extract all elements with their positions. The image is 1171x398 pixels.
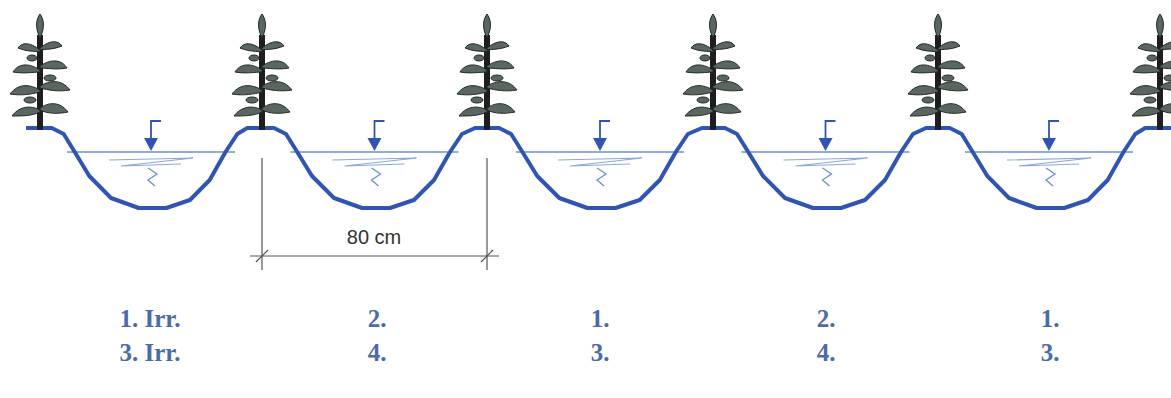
irrigation-order: 3. [1041,340,1060,365]
irrigation-order: 4. [368,340,387,365]
water-level-symbol [826,121,836,138]
water-level-symbol [368,138,382,151]
irrigation-order: 1. [591,306,610,331]
plant [1130,14,1171,130]
water-surface [291,151,459,153]
water-ripple [1007,158,1091,166]
water-ripple [148,168,157,186]
water-level-symbol [144,138,158,151]
water-ripple [784,158,868,166]
water-ripple [823,168,832,186]
irrigation-order: 1. Irr. [120,306,181,331]
water-level-symbol [375,121,385,138]
water-level-symbol [151,121,161,138]
water-level-symbol [593,138,607,151]
plant [908,14,968,130]
water-level-symbol [819,138,833,151]
irrigation-order: 3. [591,340,610,365]
water-level-symbol [1042,138,1056,151]
plant [10,14,70,130]
water-ripple [558,158,642,166]
water-surface [67,151,235,153]
water-ripple [109,158,193,166]
irrigation-order: 2. [817,306,836,331]
irrigation-order: 2. [368,306,387,331]
water-level-symbol [600,121,610,138]
plant [683,14,743,130]
water-level-symbol [1049,121,1059,138]
water-ripple [597,168,606,186]
water-surface [742,151,910,153]
water-surface [965,151,1133,153]
plant [232,14,292,130]
irrigation-order: 3. Irr. [120,340,181,365]
water-ripple [372,168,381,186]
plant [457,14,517,130]
water-surface [516,151,684,153]
irrigation-order: 4. [817,340,836,365]
dimension-label: 80 cm [345,227,403,247]
irrigation-order: 1. [1041,306,1060,331]
water-ripple [333,158,417,166]
water-ripple [1046,168,1055,186]
